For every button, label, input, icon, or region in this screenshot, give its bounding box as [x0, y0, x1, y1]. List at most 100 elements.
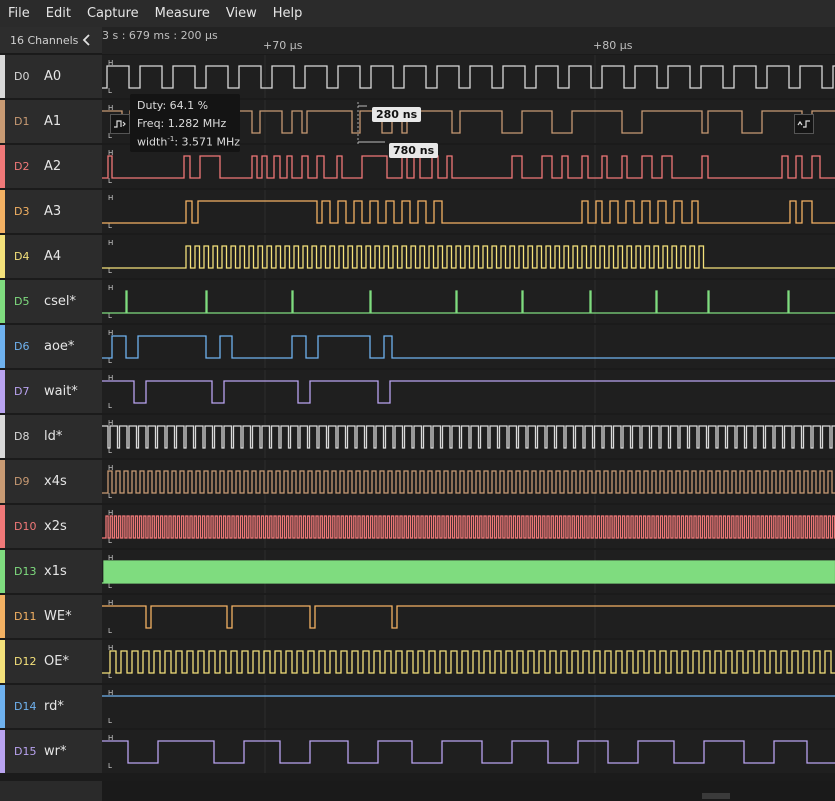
waveform-svg — [102, 190, 835, 233]
waveform-trace — [102, 335, 835, 359]
menu-edit[interactable]: Edit — [45, 6, 71, 21]
channel-name: wait* — [44, 384, 78, 399]
waveform-svg — [102, 640, 835, 683]
low-level-marker: L — [108, 537, 112, 545]
channel-color-stripe — [0, 685, 5, 728]
high-level-marker: H — [108, 194, 114, 202]
low-level-marker: L — [108, 87, 112, 95]
high-level-marker: H — [108, 509, 114, 517]
waveform-svg — [102, 55, 835, 98]
waveform-trace — [102, 380, 835, 404]
next-edge-button[interactable] — [794, 114, 814, 134]
channel-id: D1 — [14, 115, 30, 128]
scrollbar-thumb[interactable] — [702, 793, 730, 799]
collapse-sidebar-button[interactable] — [80, 33, 94, 47]
channel-id: D7 — [14, 385, 30, 398]
channel-name: csel* — [44, 294, 77, 309]
menu-measure[interactable]: Measure — [154, 6, 210, 21]
low-level-marker: L — [108, 672, 112, 680]
waveform-svg — [102, 595, 835, 638]
low-level-marker: L — [108, 132, 112, 140]
channel-id: D2 — [14, 160, 30, 173]
channel-color-stripe — [0, 595, 5, 638]
channel-id: D14 — [14, 700, 37, 713]
high-level-marker: H — [108, 104, 114, 112]
time-mark-70us: +70 μs — [263, 39, 303, 52]
channel-name: rd* — [44, 699, 64, 714]
waveform-svg — [102, 370, 835, 413]
channels-header: 16 Channels — [0, 27, 102, 54]
channel-label[interactable]: D13 x1s — [0, 550, 102, 593]
prev-edge-button[interactable] — [110, 114, 130, 134]
time-ruler[interactable]: 3 s : 679 ms : 200 μs +70 μs +80 μs — [102, 27, 835, 55]
waveform-trace — [102, 740, 835, 764]
high-level-marker: H — [108, 464, 114, 472]
menu-help[interactable]: Help — [272, 6, 303, 21]
channel-label[interactable]: D14 rd* — [0, 685, 102, 728]
channel-name: OE* — [44, 654, 69, 669]
channel-name: A3 — [44, 204, 62, 219]
duty-readout: Duty: 64.1 % — [137, 99, 209, 112]
time-start-label: 3 s : 679 ms : 200 μs — [102, 29, 218, 42]
menu-file[interactable]: File — [8, 6, 30, 21]
menu-view[interactable]: View — [225, 6, 257, 21]
time-mark-80us: +80 μs — [593, 39, 633, 52]
high-level-marker: H — [108, 149, 114, 157]
waveform-svg — [102, 730, 835, 773]
channel-label[interactable]: D7 wait* — [0, 370, 102, 413]
high-level-marker: H — [108, 329, 114, 337]
channel-name: ld* — [44, 429, 63, 444]
channel-color-stripe — [0, 55, 5, 98]
high-level-marker: H — [108, 239, 114, 247]
channel-id: D13 — [14, 565, 37, 578]
rising-edge-icon — [797, 120, 810, 128]
width-readout: width-1: 3.571 MHz — [137, 135, 241, 149]
menu-capture[interactable]: Capture — [86, 6, 139, 21]
waveform-svg — [102, 280, 835, 323]
low-level-marker: L — [108, 492, 112, 500]
low-level-marker: L — [108, 357, 112, 365]
low-level-marker: L — [108, 447, 112, 455]
channel-name: x1s — [44, 564, 67, 579]
horizontal-scrollbar[interactable] — [102, 781, 835, 801]
waveform-trace — [102, 470, 835, 494]
low-level-marker: L — [108, 267, 112, 275]
channel-name: A2 — [44, 159, 62, 174]
channel-label[interactable]: D2 A2 — [0, 145, 102, 188]
waveform-trace — [102, 560, 835, 584]
